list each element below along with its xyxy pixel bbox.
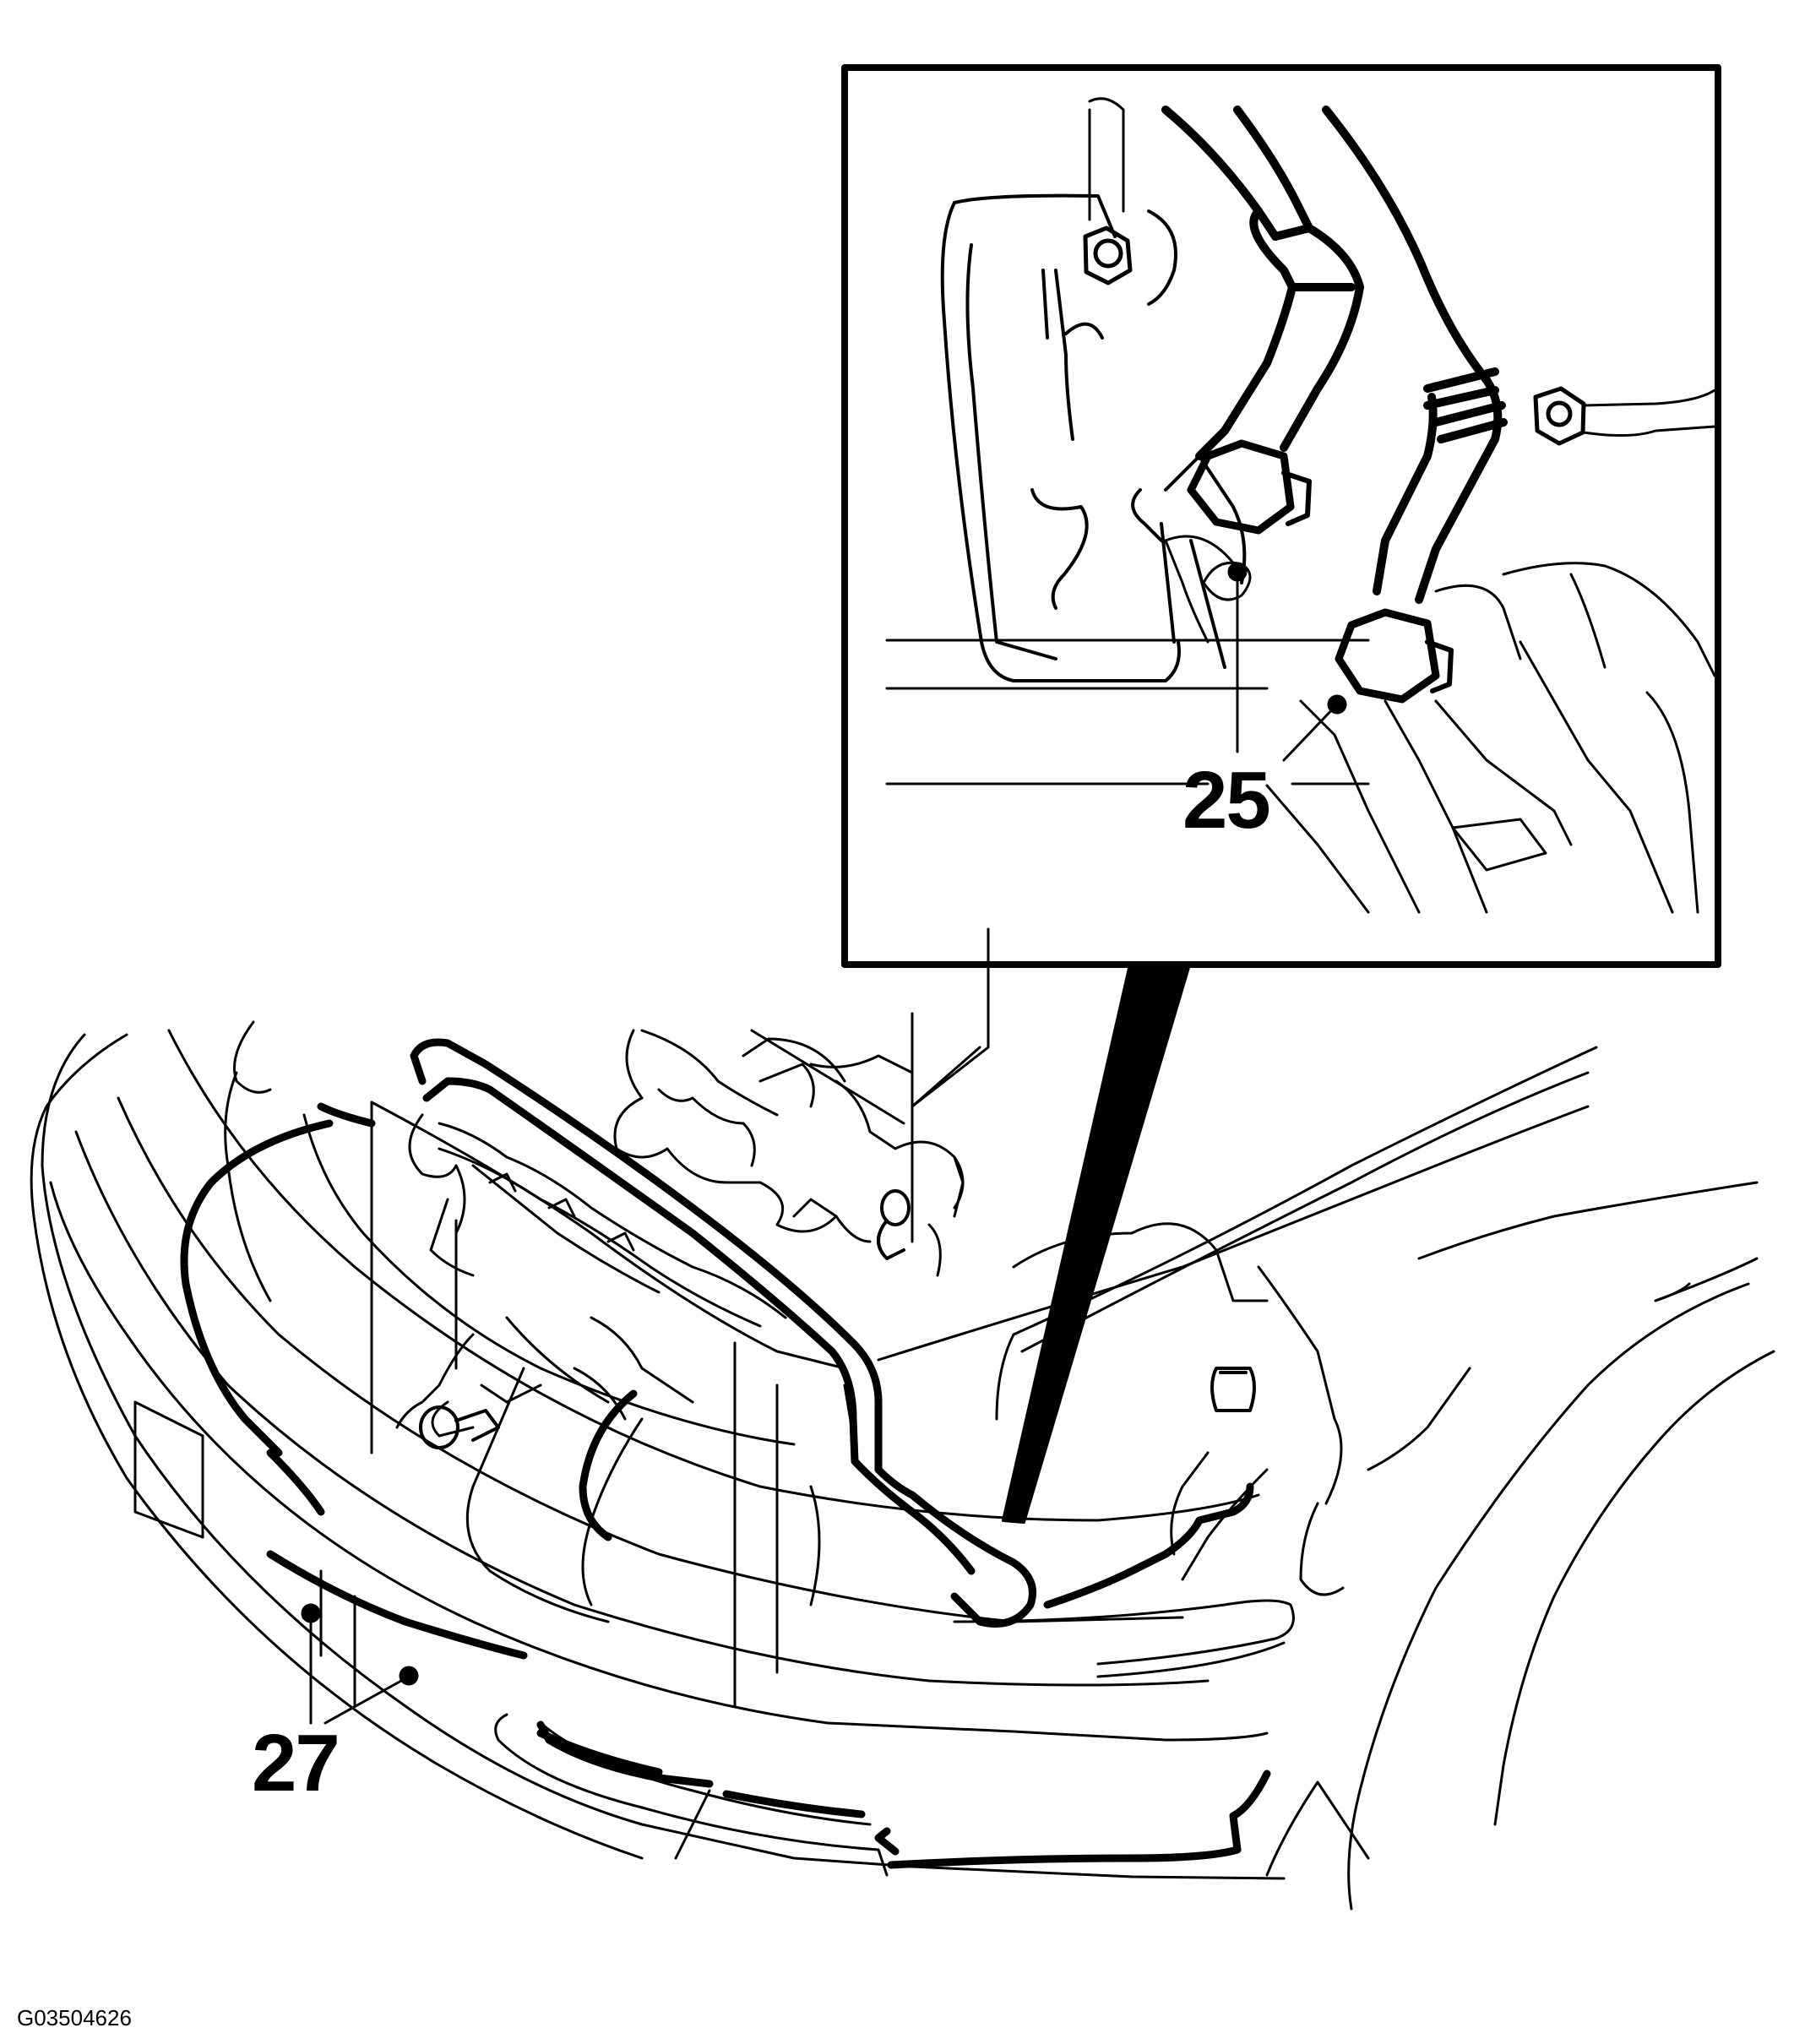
lower-grille-bars [536,1729,900,1856]
inset-bracket [1164,535,1716,914]
fan-bolt [877,1189,911,1260]
callout-25-leaders [1236,573,1338,762]
hose-fitting-right [1335,608,1454,704]
callout-25-dot-right [1327,694,1347,715]
engine-components [613,927,1345,1596]
wiring-harness [395,1113,787,1438]
detail-inset [841,64,1721,1524]
compressor-housing [940,193,1247,682]
callout-label-25: 25 [1182,755,1271,845]
headlight-edge-thick [180,1102,638,1541]
left-nut-under-bolt [1202,561,1252,601]
callout-27-leaders [309,1613,410,1725]
lower-grille [494,1599,1295,1877]
fender-wheel-arch [877,1071,1775,1911]
figure-id: G03504626 [17,2005,132,2030]
hose-fitting-left [1187,439,1312,535]
hood-and-firewall-lines [233,1020,1598,1421]
engine-components-thick [1043,1482,1254,1609]
callout-27-dot-right [399,1666,419,1686]
inset-frame [841,64,1721,968]
headlight-assembly [224,1071,855,1708]
upper-mounting-bolt [1083,226,1133,285]
inset-pointer [1002,963,1191,1524]
front-bumper [30,1029,1286,1880]
bumper-lower-edge [266,1550,1271,1869]
inset-background-lines [885,97,1370,786]
callout-label-27: 27 [252,1718,340,1808]
radiator-support [410,1038,1036,1628]
refrigerant-hoses [1161,106,1508,604]
headlight-adjuster [419,1405,500,1449]
callout-27-dot-left [301,1603,321,1623]
vehicle-front-view [30,927,1775,1911]
right-mounting-bolt [1533,386,1716,446]
strut-mount [1210,1367,1256,1412]
